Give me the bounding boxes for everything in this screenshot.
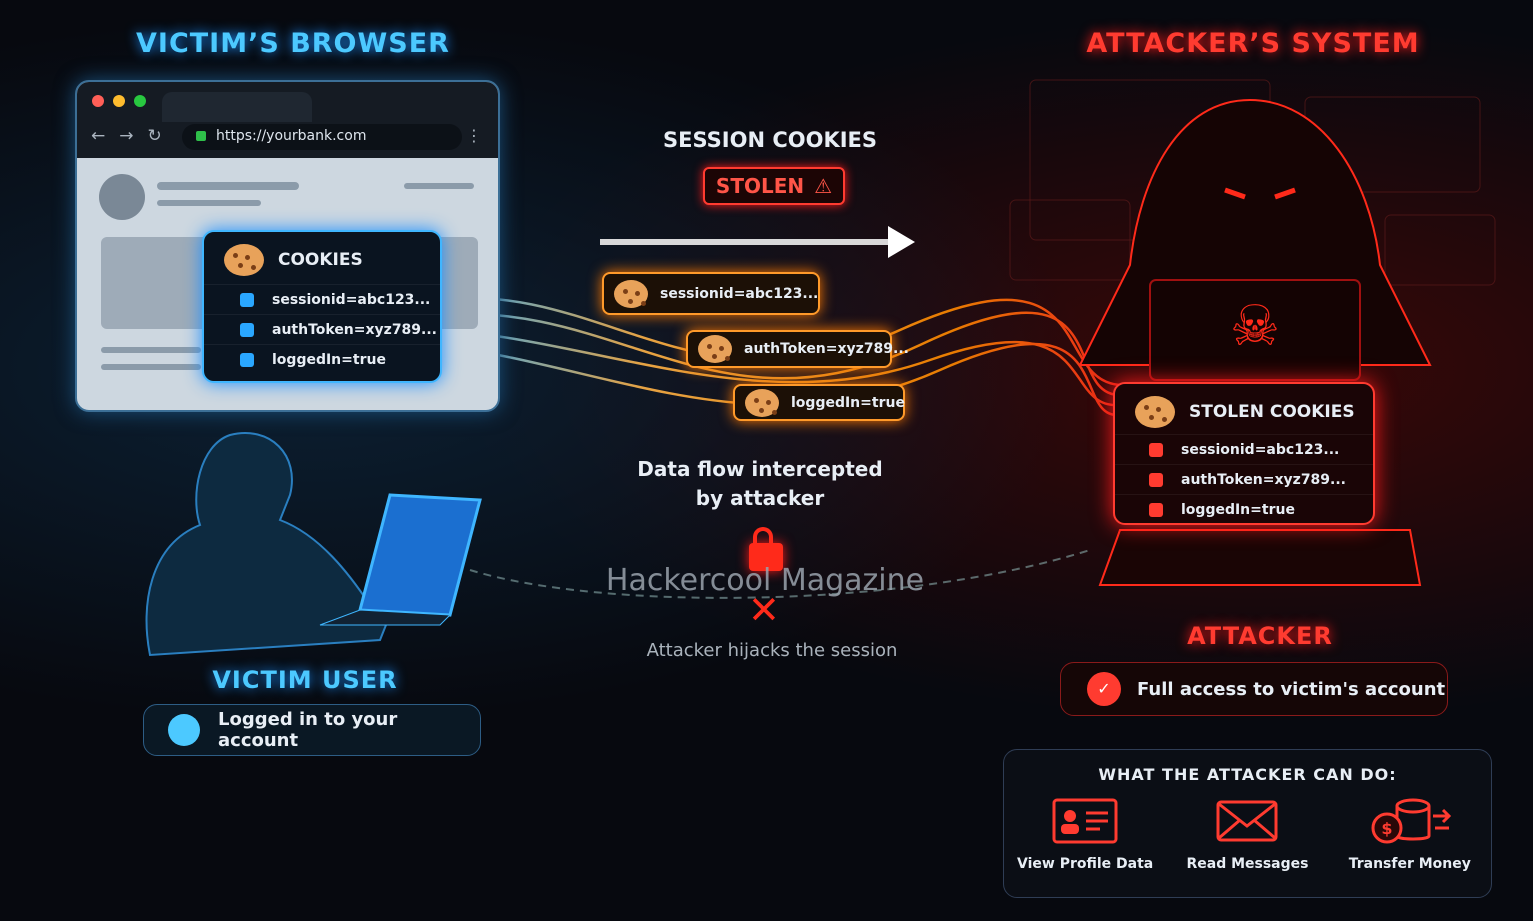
capability-view-profile: View Profile Data bbox=[1010, 798, 1160, 872]
flying-cookie-text: sessionid=abc123... bbox=[660, 285, 819, 302]
coins-transfer-icon: $ bbox=[1371, 798, 1451, 844]
stolen-badge: STOLEN ⚠ bbox=[703, 167, 845, 205]
flying-cookie: sessionid=abc123... bbox=[602, 272, 820, 315]
stolen-cookies-panel: STOLEN COOKIES sessionid=abc123... authT… bbox=[1113, 382, 1375, 525]
cookie-item-icon bbox=[240, 292, 254, 307]
profile-card-icon bbox=[1052, 798, 1118, 844]
cookie-item: loggedIn=true bbox=[272, 351, 386, 368]
reload-icon[interactable]: ↻ bbox=[147, 126, 162, 146]
capability-label: Read Messages bbox=[1186, 856, 1309, 872]
capability-label: Transfer Money bbox=[1348, 856, 1471, 872]
back-icon[interactable]: ← bbox=[91, 126, 106, 146]
flying-cookie-text: authToken=xyz789... bbox=[744, 341, 909, 357]
victim-user-illustration bbox=[145, 432, 482, 657]
cookie-item-icon bbox=[1149, 442, 1163, 457]
flying-cookie-text: loggedIn=true bbox=[791, 394, 905, 411]
menu-icon[interactable]: ⋮ bbox=[466, 126, 482, 145]
cookie-item-icon bbox=[240, 352, 254, 367]
browser-tab[interactable] bbox=[162, 92, 312, 122]
check-icon: ✓ bbox=[1087, 672, 1121, 706]
lock-icon bbox=[196, 131, 206, 141]
intercept-caption: Data flow intercepted by attacker bbox=[610, 455, 910, 513]
intercept-line: by attacker bbox=[695, 486, 825, 510]
victim-cookies-panel: COOKIES sessionid=abc123... authToken=xy… bbox=[202, 230, 442, 383]
attacker-system-title: ATTACKER’S SYSTEM bbox=[1086, 28, 1420, 59]
cookie-item-icon bbox=[1149, 472, 1163, 487]
cookie-item-icon bbox=[240, 322, 254, 337]
cookie-icon bbox=[698, 335, 732, 363]
svg-text:☠: ☠ bbox=[1230, 294, 1280, 359]
hijack-caption: Attacker hijacks the session bbox=[646, 640, 898, 661]
flying-cookie: authToken=xyz789... bbox=[686, 330, 909, 368]
cookie-icon bbox=[745, 388, 779, 417]
capabilities-title: WHAT THE ATTACKER CAN DO: bbox=[1098, 765, 1397, 784]
cookie-item: authToken=xyz789... bbox=[272, 321, 437, 338]
cookie-item: loggedIn=true bbox=[1181, 501, 1295, 518]
x-mark-icon: ✕ bbox=[748, 588, 780, 632]
hacker-illustration: ☠ bbox=[1009, 79, 1496, 586]
forward-icon[interactable]: → bbox=[119, 126, 134, 146]
unlocked-lock-icon bbox=[749, 527, 783, 571]
session-cookies-title: SESSION COOKIES bbox=[663, 128, 877, 152]
attacker-capabilities-panel: WHAT THE ATTACKER CAN DO: View Profile D… bbox=[1003, 749, 1492, 898]
access-pill: ✓ Full access to victim's account bbox=[1060, 662, 1448, 716]
maximize-dot bbox=[134, 95, 146, 107]
warning-icon: ⚠ bbox=[814, 174, 833, 198]
cookie-icon bbox=[614, 279, 648, 308]
cookie-item-icon bbox=[1149, 502, 1163, 517]
capability-label: View Profile Data bbox=[1017, 856, 1154, 872]
capability-transfer-money: $ Transfer Money bbox=[1335, 798, 1485, 872]
cookie-item: sessionid=abc123... bbox=[1181, 441, 1340, 458]
cookie-icon bbox=[224, 244, 264, 276]
attacker-title: ATTACKER bbox=[1187, 622, 1333, 650]
access-text: Full access to victim's account bbox=[1137, 678, 1446, 700]
intercept-line: Data flow intercepted bbox=[637, 457, 883, 481]
address-bar[interactable]: https://yourbank.com bbox=[182, 124, 462, 150]
svg-text:$: $ bbox=[1381, 819, 1392, 838]
flying-cookie: loggedIn=true bbox=[733, 384, 905, 421]
victim-status-text: Logged in to your account bbox=[218, 709, 398, 751]
cookie-item: sessionid=abc123... bbox=[272, 291, 431, 308]
victim-browser-title: VICTIM’S BROWSER bbox=[136, 28, 450, 59]
avatar bbox=[99, 174, 145, 220]
user-icon bbox=[168, 714, 200, 746]
minimize-dot bbox=[113, 95, 125, 107]
stolen-label: STOLEN bbox=[715, 174, 805, 198]
url-text: https://yourbank.com bbox=[216, 128, 367, 144]
cookies-title: COOKIES bbox=[278, 250, 363, 270]
victim-status-pill: Logged in to your account bbox=[143, 704, 481, 756]
cookie-icon bbox=[1135, 396, 1175, 428]
envelope-icon bbox=[1216, 800, 1278, 842]
capability-read-messages: Read Messages bbox=[1172, 798, 1322, 872]
victim-user-title: VICTIM USER bbox=[212, 666, 398, 694]
watermark: Hackercool Magazine bbox=[605, 563, 925, 598]
close-dot bbox=[92, 95, 104, 107]
cookie-item: authToken=xyz789... bbox=[1181, 471, 1346, 488]
stolen-cookies-title: STOLEN COOKIES bbox=[1189, 402, 1355, 422]
